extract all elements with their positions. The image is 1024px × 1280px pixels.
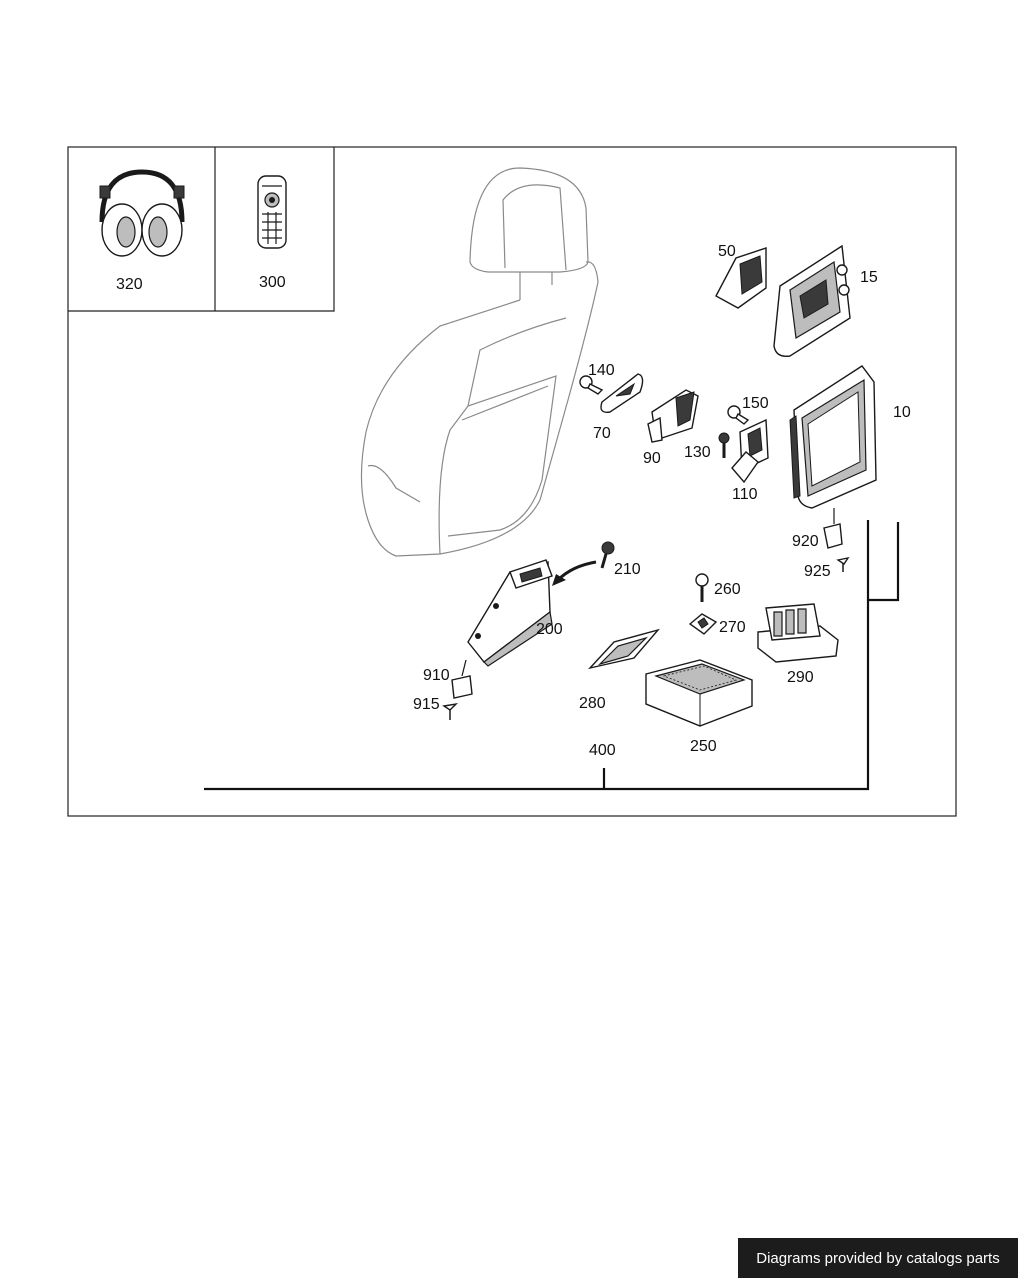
part-290-relay-block[interactable] (757, 603, 839, 663)
part-200-module[interactable] (467, 559, 553, 667)
callout-260: 260 (714, 581, 741, 598)
callout-280: 280 (579, 695, 606, 712)
part-110-mount[interactable] (731, 418, 769, 484)
mounting-arrow-head (552, 574, 566, 586)
part-270-clip[interactable] (688, 613, 718, 635)
part-910-connector[interactable] (451, 659, 473, 699)
callout-140: 140 (588, 362, 615, 379)
callout-90: 90 (643, 450, 661, 467)
callout-915: 915 (413, 696, 440, 713)
seat-backrest-outline (360, 167, 599, 557)
part-140-screw[interactable] (579, 375, 604, 395)
part-250-control-unit[interactable] (645, 659, 753, 727)
callout-250: 250 (690, 738, 717, 755)
callout-300: 300 (259, 274, 286, 291)
callout-400: 400 (589, 742, 616, 759)
part-10-display[interactable] (789, 365, 877, 509)
callout-210: 210 (614, 561, 641, 578)
callout-910: 910 (423, 667, 450, 684)
callout-150: 150 (742, 395, 769, 412)
part-925-pin[interactable] (836, 556, 850, 572)
part-50-bracket[interactable] (715, 247, 767, 309)
part-150-screw[interactable] (727, 405, 750, 425)
part-210-screw[interactable] (600, 541, 615, 569)
part-920-connector[interactable] (823, 508, 843, 549)
callout-50: 50 (718, 243, 736, 260)
part-260-bolt[interactable] (695, 573, 709, 602)
part-400-wiring-harness[interactable] (204, 520, 900, 791)
diagram-frame (67, 146, 957, 817)
mounting-arrow (556, 560, 597, 582)
callout-200: 200 (536, 621, 563, 638)
part-70-trim[interactable] (600, 373, 644, 413)
callout-15: 15 (860, 269, 878, 286)
callout-130: 130 (684, 444, 711, 461)
callout-10: 10 (893, 404, 911, 421)
callout-110: 110 (732, 486, 758, 503)
callout-290: 290 (787, 669, 814, 686)
part-15-housing[interactable] (773, 244, 851, 357)
part-280-cover-plate[interactable] (587, 628, 661, 670)
footer-credit: Diagrams provided by catalogs parts (738, 1238, 1018, 1278)
callout-320: 320 (116, 276, 143, 293)
callout-925: 925 (804, 563, 831, 580)
accessory-inset-frame (68, 147, 335, 312)
part-90-hinge[interactable] (647, 389, 699, 443)
callout-70: 70 (593, 425, 611, 442)
callout-270: 270 (719, 619, 746, 636)
headphones-icon[interactable] (99, 169, 185, 257)
remote-control-icon[interactable] (257, 175, 287, 249)
callout-920: 920 (792, 533, 819, 550)
part-915-pin[interactable] (442, 702, 459, 720)
part-130-screw[interactable] (718, 432, 730, 458)
